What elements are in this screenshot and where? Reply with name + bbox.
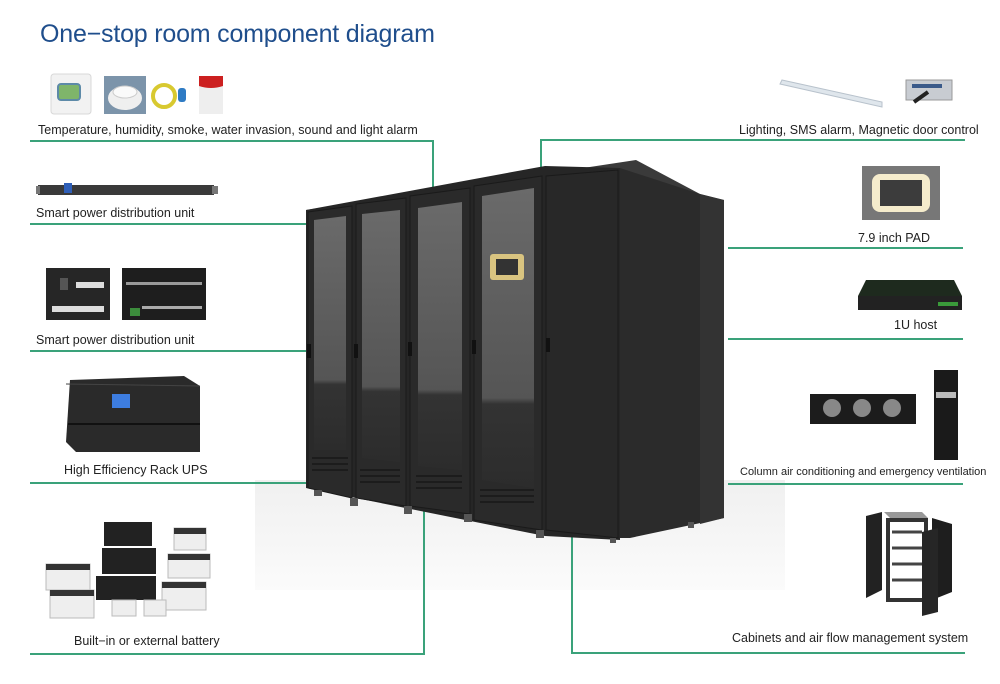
thermostat-icon [50, 73, 92, 115]
pdu-panel-images [46, 268, 206, 320]
label-host: 1U host [894, 318, 938, 332]
cabinet-door-3 [409, 187, 471, 515]
cabinet-door-1 [307, 205, 353, 499]
sensor-images [50, 73, 223, 115]
rack-ups-icon [65, 376, 201, 452]
micro-datacenter-cabinets-icon [306, 160, 724, 543]
led-light-bar-icon [779, 79, 883, 108]
label-cabinets: Cabinets and air flow management system [732, 631, 969, 645]
label-pdu-2: Smart power distribution unit [36, 333, 195, 347]
connector-air-conditioning [728, 483, 963, 485]
connector-pdu-2 [30, 350, 306, 352]
battery-set-icon [45, 522, 211, 619]
column-ac-icon [934, 370, 958, 460]
connector-ups [30, 482, 306, 484]
connector-battery-vertical [423, 510, 425, 655]
connector-host [728, 338, 963, 340]
page-title: One−stop room component diagram [40, 20, 435, 48]
connector-battery [30, 653, 425, 655]
connector-cabinets [571, 652, 965, 654]
label-lighting: Lighting, SMS alarm, Magnetic door contr… [739, 123, 979, 137]
connector-pdu-1 [30, 223, 306, 225]
alarm-siren-icon [199, 76, 223, 114]
connector-pad [728, 247, 963, 249]
connector-lighting-vertical [540, 139, 542, 173]
touch-pad-icon [862, 166, 940, 220]
pdu-board-icon [122, 268, 206, 320]
sms-modem-icon [905, 79, 953, 104]
pdu-strip-icon [36, 183, 218, 195]
label-air-conditioning: Column air conditioning and emergency ve… [740, 466, 987, 478]
cabinet-door-4 [473, 175, 543, 531]
label-pad: 7.9 inch PAD [858, 231, 931, 245]
cabinet-door-2 [355, 197, 407, 507]
water-sensor-icon [151, 83, 186, 109]
label-battery: Built−in or external battery [74, 634, 220, 648]
label-ups: High Efficiency Rack UPS [64, 463, 208, 477]
label-sensors: Temperature, humidity, smoke, water inva… [38, 123, 418, 137]
exploded-cabinet-icon [866, 512, 952, 616]
lighting-sms-images [779, 79, 953, 108]
connector-sensors-vertical [432, 140, 434, 192]
air-conditioning-images [810, 370, 958, 460]
connector-lighting [540, 139, 965, 141]
pdu-panel-icon [46, 268, 110, 320]
1u-host-icon [858, 280, 962, 310]
fan-tray-icon [810, 394, 916, 424]
cabinet-door-5 [545, 169, 619, 539]
label-pdu-1: Smart power distribution unit [36, 206, 195, 220]
smoke-detector-icon [104, 76, 146, 114]
connector-sensors [30, 140, 434, 142]
connector-cabinets-vertical [571, 535, 573, 654]
